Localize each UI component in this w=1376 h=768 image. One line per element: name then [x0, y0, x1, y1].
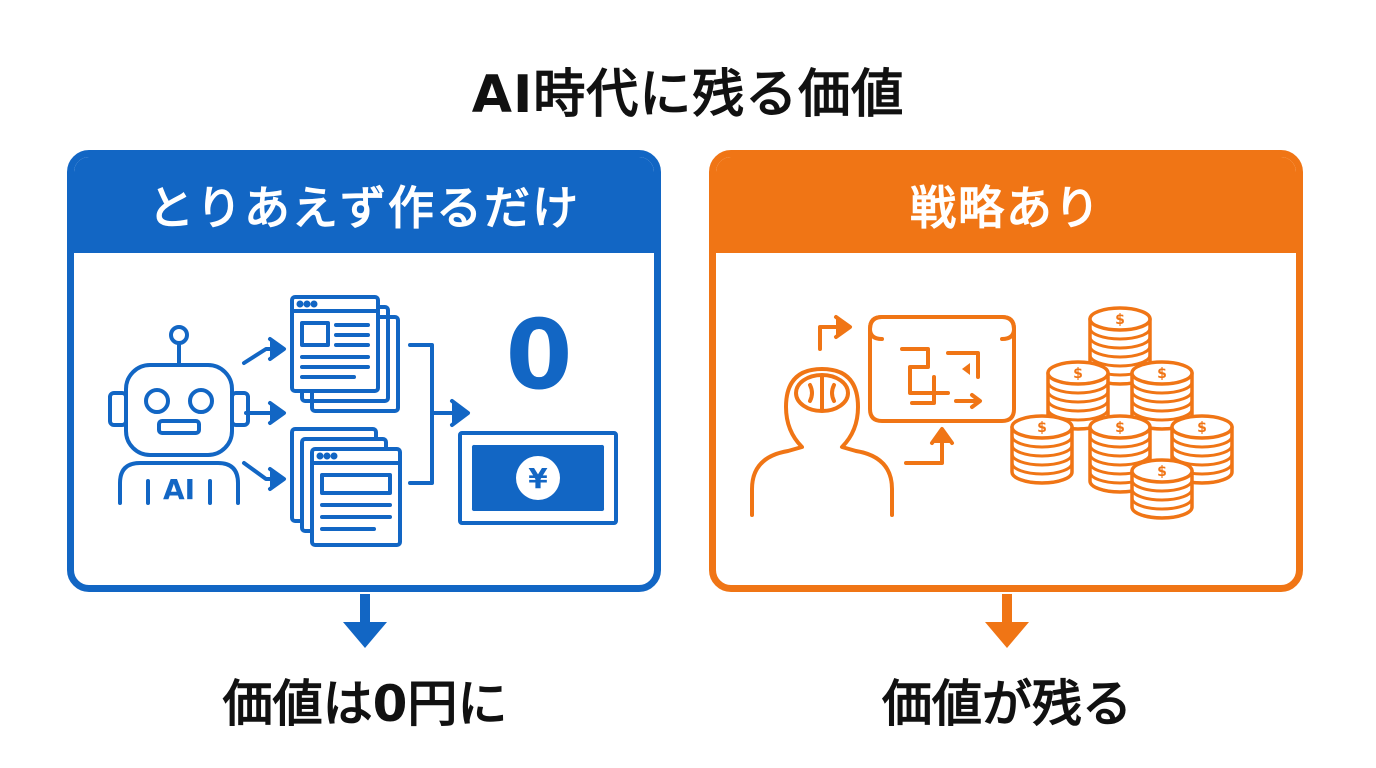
result-no-strategy: 価値は0円に — [222, 675, 508, 733]
coin-stacks-icon: $ $ $ $ $ $ $ — [1010, 306, 1234, 520]
blueprint-icon — [868, 315, 1016, 423]
down-arrow-left-icon — [343, 594, 387, 648]
arrow-to-plan — [818, 315, 852, 351]
coin-symbol: $ — [1197, 420, 1207, 436]
banknote-icon — [458, 431, 618, 525]
panel-no-strategy: とりあえず作るだけ AI — [67, 150, 661, 592]
output-arrows — [242, 337, 286, 491]
merge-arrow — [408, 343, 470, 485]
panel-body-no-strategy: AI — [74, 253, 654, 585]
panel-with-strategy: 戦略あり — [709, 150, 1303, 592]
panel-heading-with-strategy: 戦略あり — [716, 157, 1296, 253]
document-stack-bottom-icon — [290, 427, 402, 547]
panel-heading-no-strategy: とりあえず作るだけ — [74, 157, 654, 253]
zero-value: 0 — [506, 299, 573, 411]
coin-symbol: $ — [1115, 420, 1125, 436]
coin-symbol: $ — [1115, 312, 1125, 328]
robot-label: AI — [163, 473, 195, 506]
yen-symbol: ¥ — [528, 462, 548, 495]
coin-symbol: $ — [1073, 366, 1083, 382]
coin-symbol: $ — [1157, 464, 1167, 480]
robot-icon — [108, 325, 250, 505]
document-stack-top-icon — [290, 295, 400, 413]
result-with-strategy: 価値が残る — [882, 675, 1132, 733]
arrow-from-plan — [904, 427, 954, 465]
coin-symbol: $ — [1157, 366, 1167, 382]
page-title: AI時代に残る価値 — [471, 65, 905, 125]
coin-symbol: $ — [1037, 420, 1047, 436]
down-arrow-right-icon — [985, 594, 1029, 648]
thinking-person-icon — [750, 367, 894, 517]
panel-body-with-strategy: $ $ $ $ $ $ $ — [716, 253, 1296, 585]
